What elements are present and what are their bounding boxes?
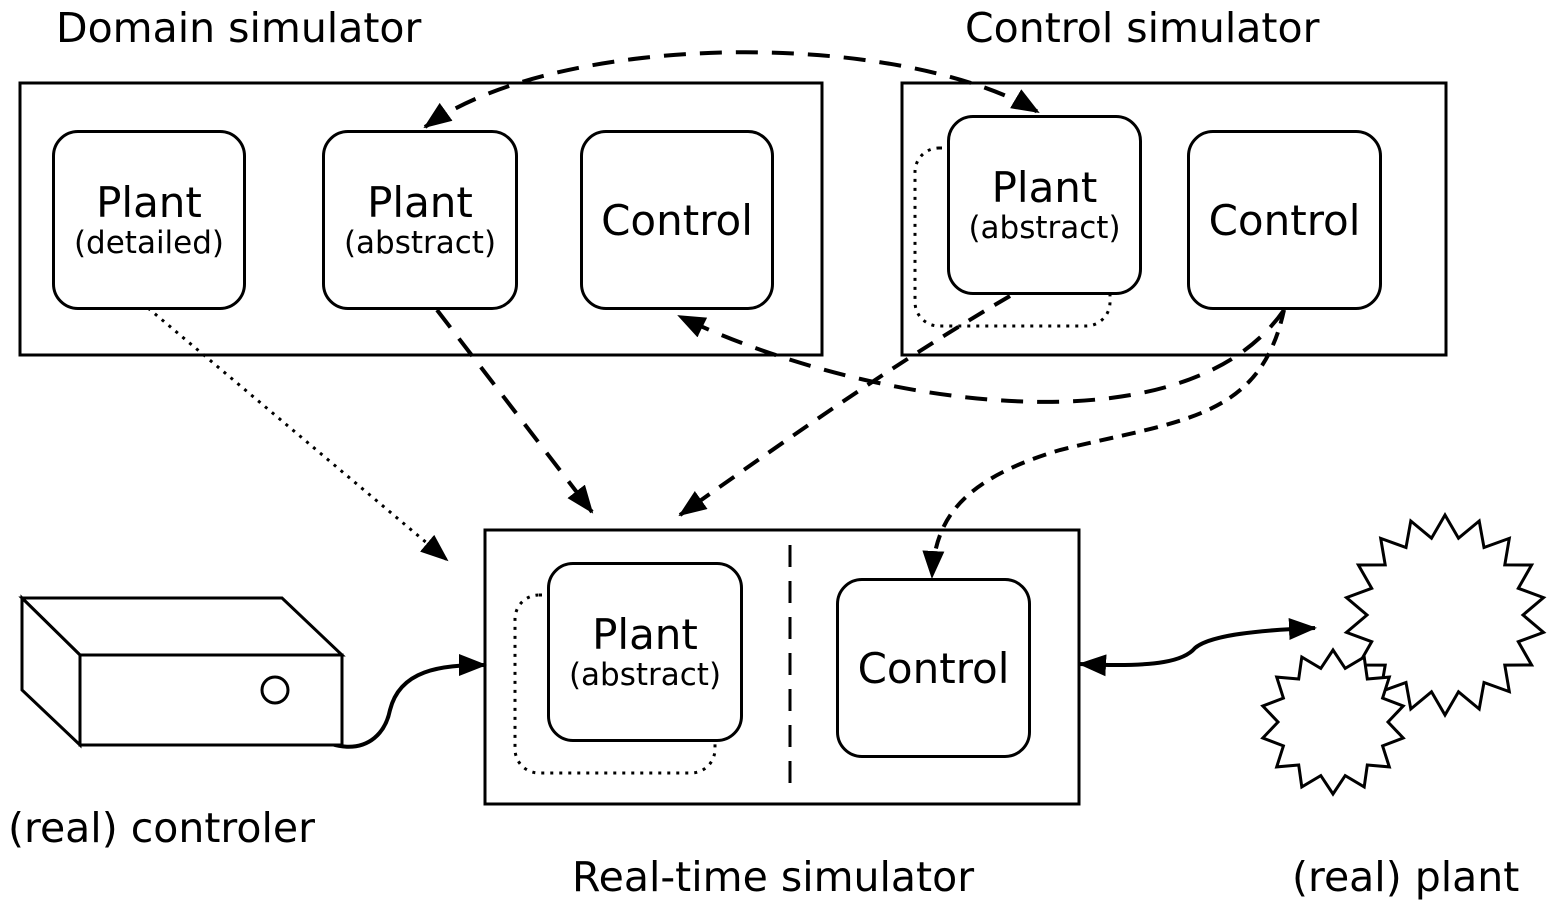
control-simulator-title: Control simulator bbox=[965, 4, 1320, 52]
domain-simulator-title: Domain simulator bbox=[56, 4, 422, 52]
box-title: Plant bbox=[592, 609, 698, 659]
box-title: Control bbox=[601, 195, 753, 245]
starburst-small bbox=[1260, 647, 1406, 797]
control-simulator-frame bbox=[900, 81, 1448, 357]
domain-control-box: Control bbox=[580, 130, 774, 310]
box-title: Plant bbox=[991, 162, 1098, 212]
realtime-plant-abstract-box: Plant (abstract) bbox=[547, 562, 743, 742]
real-plant-label: (real) plant bbox=[1292, 853, 1520, 901]
realtime-control-box: Control bbox=[836, 578, 1031, 758]
box-qualifier: (detailed) bbox=[73, 225, 225, 262]
domain-simulator-frame bbox=[18, 81, 824, 357]
starburst-large bbox=[1343, 512, 1547, 718]
controlsim-control-box: Control bbox=[1187, 130, 1382, 310]
box-qualifier: (abstract) bbox=[968, 210, 1121, 247]
real-plant-icon bbox=[1260, 512, 1547, 797]
box-title: Control bbox=[1208, 195, 1361, 245]
box-qualifier: (abstract) bbox=[343, 225, 497, 262]
arrow-plant-exchange bbox=[423, 50, 1040, 129]
arrow-controlsim-control-to-domain-control bbox=[677, 308, 1286, 404]
box-title: Plant bbox=[96, 177, 202, 227]
real-controller-device bbox=[18, 594, 346, 749]
arrow-detailed-to-realtime bbox=[147, 306, 449, 562]
realtime-simulator-title: Real-time simulator bbox=[572, 853, 975, 901]
domain-plant-detailed-box: Plant (detailed) bbox=[52, 130, 246, 310]
arrow-plant-link bbox=[1078, 617, 1317, 677]
arrow-abstract-to-realtime bbox=[435, 308, 594, 514]
arrow-controlsim-plant-to-realtime bbox=[678, 294, 1012, 517]
box-title: Control bbox=[857, 643, 1010, 693]
real-controller-label: (real) controler bbox=[8, 804, 315, 852]
box-title: Plant bbox=[367, 177, 473, 227]
domain-plant-abstract-box: Plant (abstract) bbox=[322, 130, 518, 310]
arrow-controlsim-control-to-realtime-control bbox=[922, 309, 1286, 579]
box-qualifier: (abstract) bbox=[568, 657, 722, 694]
controlsim-plant-abstract-box: Plant (abstract) bbox=[947, 115, 1142, 295]
